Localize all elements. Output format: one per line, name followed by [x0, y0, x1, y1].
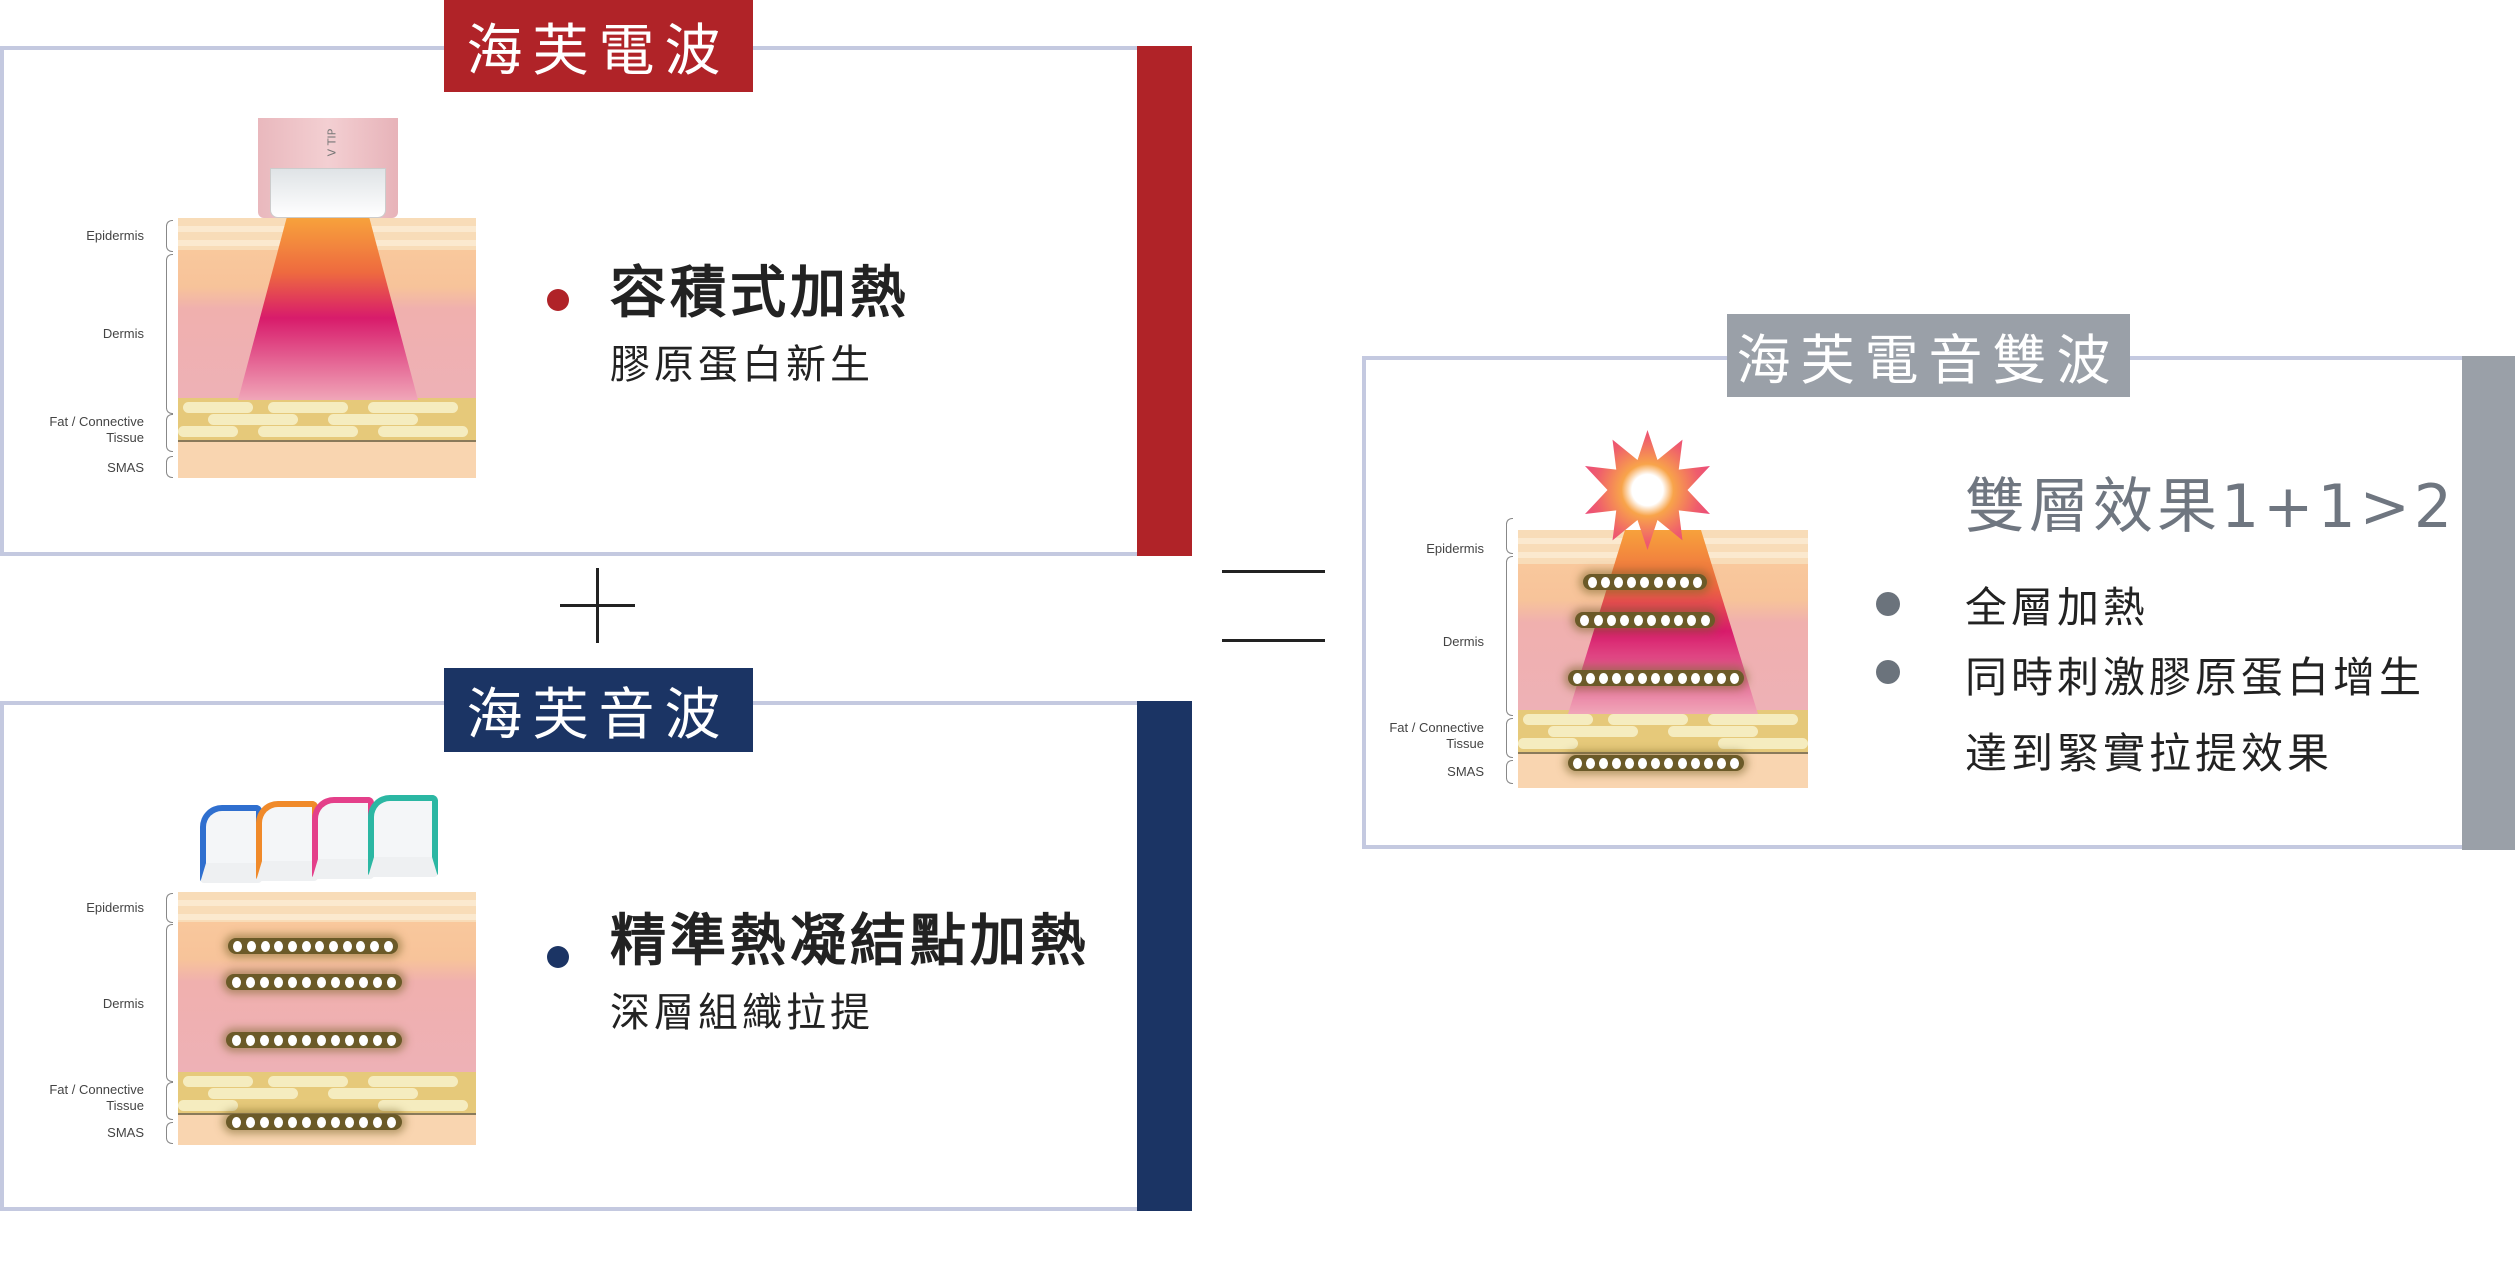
rf-skin-diagram: [178, 218, 476, 478]
device-label: V TIP: [325, 128, 339, 157]
rf-tip: [270, 168, 386, 218]
label-smas: SMAS: [1447, 764, 1484, 779]
combo-bullet-text-1: 全層加熱: [1965, 583, 2150, 632]
us-cartridges: [200, 795, 450, 893]
us-accent-bar: [1137, 701, 1192, 1211]
us-subheading: 深層組織拉提: [610, 990, 874, 1036]
us-heading: 精準熱凝結點加熱: [610, 909, 1090, 974]
combo-bullet-2: [1876, 660, 1900, 684]
label-dermis: Dermis: [102, 326, 144, 341]
label-smas: SMAS: [107, 460, 144, 475]
us-tag: 海芙音波: [444, 668, 753, 752]
us-skin-diagram: [178, 892, 476, 1145]
label-tissue: Tissue: [106, 430, 144, 445]
label-epidermis: Epidermis: [86, 900, 144, 915]
combo-bullet-text-2: 同時刺激膠原蛋白增生: [1965, 653, 2426, 702]
label-epidermis: Epidermis: [1426, 541, 1484, 556]
label-fat: Fat / Connective: [49, 1082, 144, 1097]
label-fat: Fat / Connective: [1389, 720, 1484, 735]
combo-tag: 海芙電音雙波: [1727, 314, 2130, 397]
rf-subheading: 膠原蛋白新生: [610, 342, 874, 388]
us-bullet: [547, 946, 569, 968]
rf-accent-bar: [1137, 46, 1192, 556]
combo-accent-bar: [2462, 356, 2515, 850]
label-epidermis: Epidermis: [86, 228, 144, 243]
label-fat: Fat / Connective: [49, 414, 144, 429]
label-tissue: Tissue: [1446, 736, 1484, 751]
label-smas: SMAS: [107, 1125, 144, 1140]
combo-bullet-1: [1876, 592, 1900, 616]
label-dermis: Dermis: [1442, 634, 1484, 649]
rf-heading: 容積式加熱: [610, 261, 910, 326]
rf-bullet: [547, 289, 569, 311]
combo-skin-diagram: [1518, 530, 1808, 788]
rf-tag: 海芙電波: [444, 0, 753, 92]
combo-heading: 雙層效果1+1>2: [1965, 472, 2457, 542]
plus-sign-vertical: [596, 568, 599, 643]
combo-line-3: 達到緊實拉提效果: [1965, 729, 2334, 778]
equals-sign-lower: [1222, 639, 1325, 642]
label-dermis: Dermis: [102, 996, 144, 1011]
label-tissue: Tissue: [106, 1098, 144, 1113]
equals-sign: =: [1222, 570, 1325, 573]
